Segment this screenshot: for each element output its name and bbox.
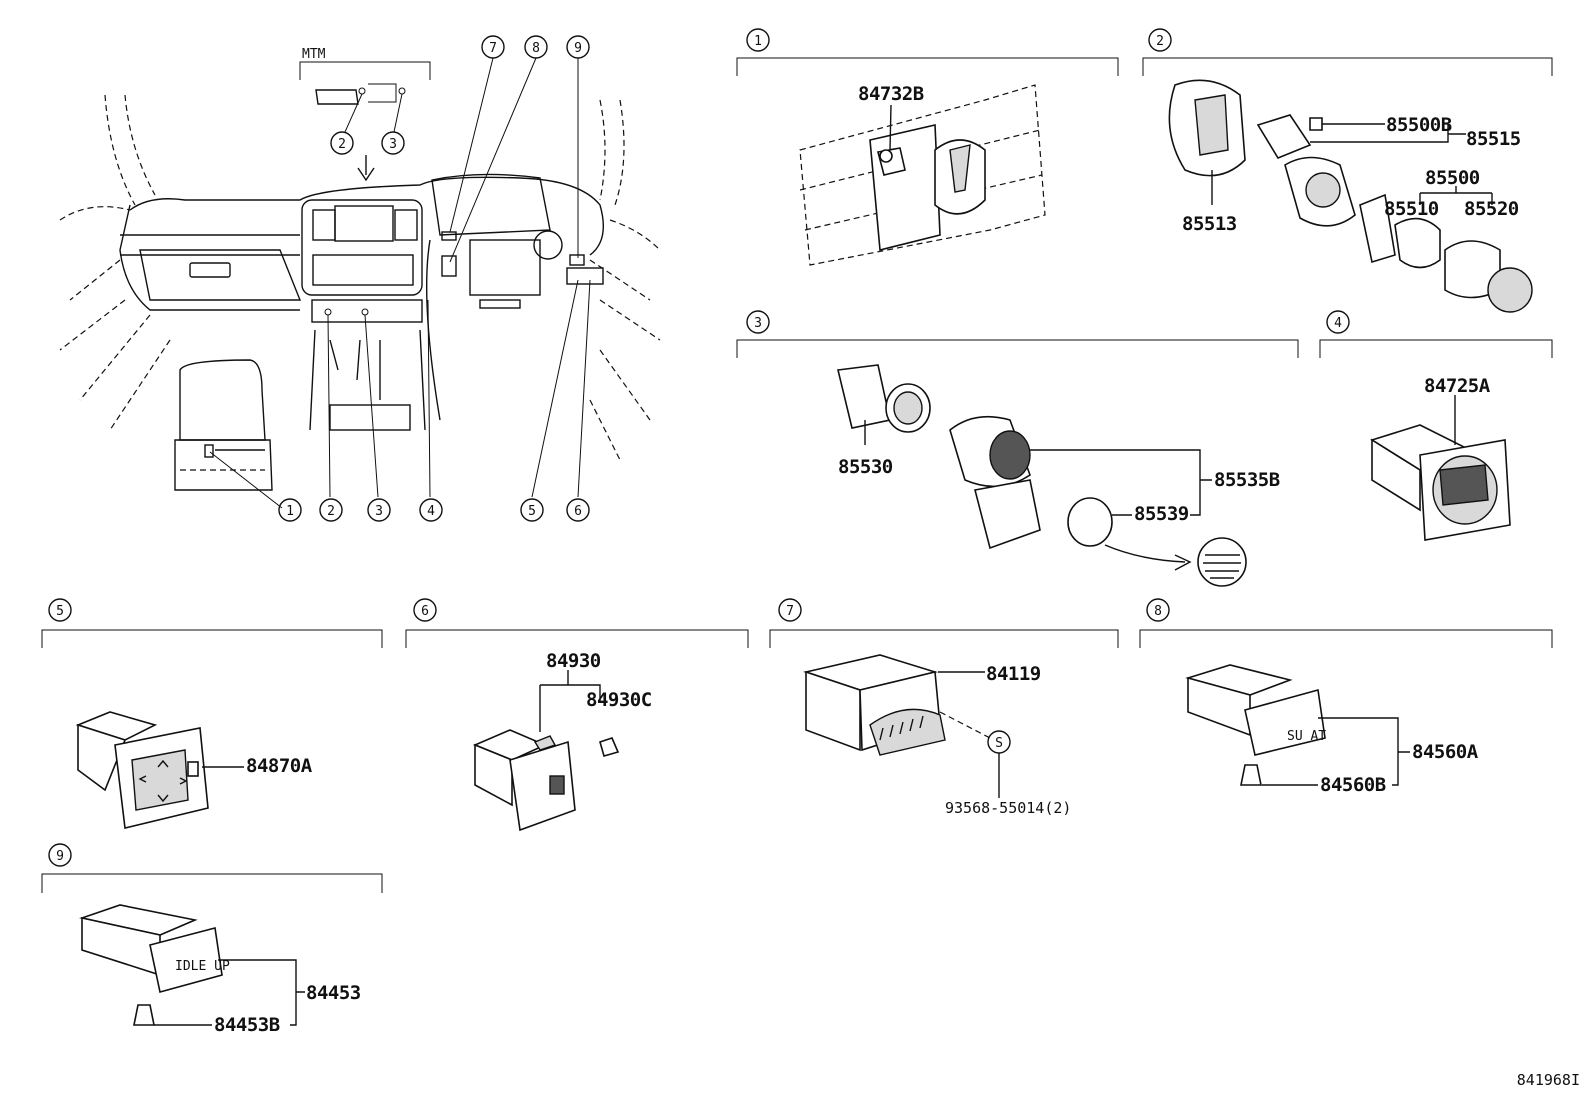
dashboard-overview: MTM [59,35,661,522]
section-3-number: 3 [754,316,762,331]
section-1: 1 84732B [736,28,1119,266]
section-9-number: 9 [56,849,64,864]
svg-text:8: 8 [532,41,540,56]
part-85513: 85513 [1182,213,1237,235]
part-85510: 85510 [1384,198,1439,220]
overview-callout-6: 6 [566,498,590,522]
part-84930C: 84930C [586,689,652,711]
mtm-callout-3: 3 [381,131,405,155]
part-85530: 85530 [838,456,893,478]
overview-callout-2: 2 [319,498,343,522]
svg-text:2: 2 [327,504,335,519]
svg-text:7: 7 [489,41,497,56]
sw8-label: SU AT [1287,729,1326,744]
section-2-number: 2 [1156,34,1164,49]
overview-callout-8: 8 [524,35,548,59]
part-93568-55014: 93568-55014(2) [945,799,1071,817]
drawing-number: 841968I [1516,1071,1580,1089]
part-85539: 85539 [1134,503,1189,525]
svg-text:6: 6 [574,504,582,519]
section-4-number: 4 [1334,316,1342,331]
section-8: 8 SU AT 84560A 84560B [1139,598,1553,796]
part-85500: 85500 [1425,167,1480,189]
part-84560A: 84560A [1412,741,1479,763]
part-84870A: 84870A [246,755,313,777]
svg-text:4: 4 [427,504,435,519]
sw9-label: IDLE UP [175,959,230,974]
svg-text:3: 3 [389,137,397,152]
part-85535B: 85535B [1214,469,1280,491]
section-5: 5 84870A [41,598,383,829]
overview-callout-7: 7 [481,35,505,59]
symbol-S: S [995,736,1003,751]
part-84453: 84453 [306,982,361,1004]
part-84119: 84119 [986,663,1041,685]
part-85515: 85515 [1466,128,1521,150]
svg-text:1: 1 [286,504,294,519]
part-85520: 85520 [1464,198,1519,220]
section-5-number: 5 [56,604,64,619]
overview-callout-4: 4 [419,498,443,522]
section-8-number: 8 [1154,604,1162,619]
part-84560B: 84560B [1320,774,1386,796]
section-9: 9 IDLE UP 84453 84453B [41,843,383,1036]
section-7-number: 7 [786,604,794,619]
part-84725A: 84725A [1424,375,1491,397]
overview-callout-3: 3 [367,498,391,522]
section-4: 4 84725A [1319,310,1553,541]
part-85500B: 85500B [1386,114,1452,136]
svg-text:9: 9 [574,41,582,56]
section-3: 3 85530 85535B 85539 [736,310,1299,587]
overview-callout-5: 5 [520,498,544,522]
svg-text:2: 2 [338,137,346,152]
part-84732B: 84732B [858,83,924,105]
section-2: 2 85513 85500B 85515 85500 85510 85520 [1142,28,1553,313]
mtm-callout-2: 2 [330,131,354,155]
overview-callout-1: 1 [278,498,302,522]
section-1-number: 1 [754,34,762,49]
section-6: 6 84930 84930C [405,598,749,832]
section-7: 7 84119 S 93568-55014(2) [769,598,1119,817]
part-84453B: 84453B [214,1014,280,1036]
section-6-number: 6 [421,604,429,619]
svg-text:3: 3 [375,504,383,519]
part-84930: 84930 [546,650,601,672]
svg-text:5: 5 [528,504,536,519]
overview-callout-9: 9 [566,35,590,59]
mtm-label: MTM [302,47,326,62]
